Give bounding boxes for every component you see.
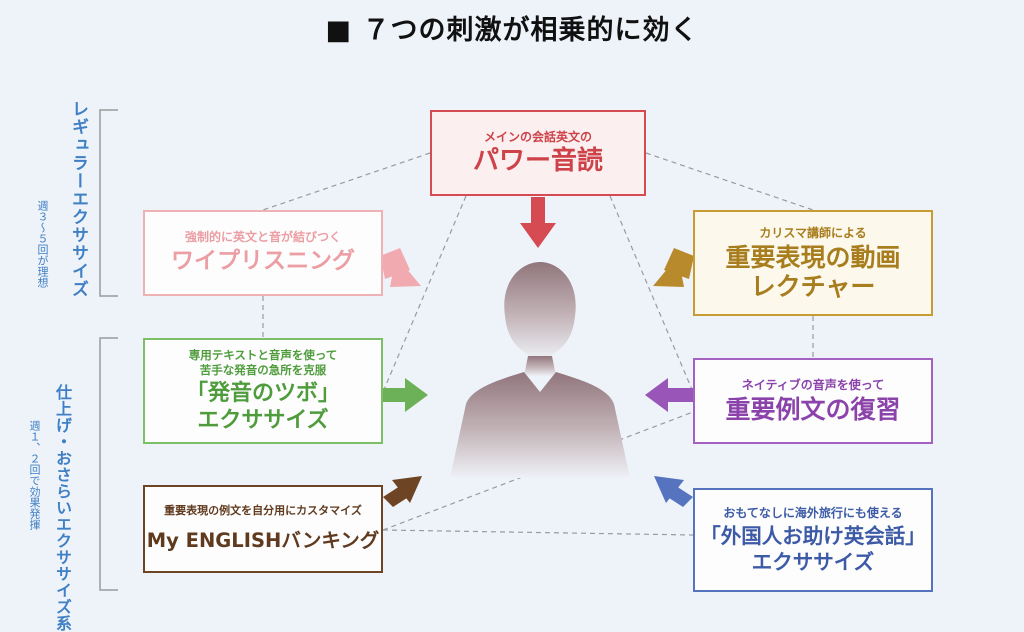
pronunciation-title-line1: 「発音のツボ」: [185, 381, 340, 406]
arrow-power-reading: [520, 197, 556, 248]
arrow-banking: [383, 476, 422, 507]
banking-subtitle: 重要表現の例文を自分用にカスタマイズ: [164, 504, 362, 517]
phrases-box: おもてなしに海外旅行にも使える 「外国人お助け英会話」 エクササイズ: [693, 488, 933, 592]
power-reading-title: パワー音読: [472, 146, 603, 176]
arrow-pronunciation: [383, 378, 428, 412]
finishing-frequency-note: 週１、２回で効果発揮: [28, 420, 41, 530]
video-lecture-box: カリスマ講師による 重要表現の動画 レクチャー: [693, 210, 933, 316]
regular-frequency-note: 週３〜５回が理想: [36, 200, 49, 288]
arrow-video-lecture: [653, 248, 694, 287]
whispering-title: ワイプリスニング: [171, 248, 355, 274]
review-box: ネイティブの音声を使って 重要例文の復習: [693, 358, 933, 444]
arrow-review: [645, 378, 693, 412]
regular-exercise-label: レギュラーエクササイズ: [68, 100, 88, 298]
review-subtitle: ネイティブの音声を使って: [741, 378, 885, 392]
phrases-title-line1: 「外国人お助け英会話」: [700, 523, 926, 548]
whispering-subtitle: 強制的に英文と音が結びつく: [184, 230, 341, 244]
person-silhouette-icon: [450, 262, 630, 478]
pronunciation-subtitle-line2: 苦手な発音の急所を克服: [199, 363, 327, 377]
power-reading-box: メインの会話英文の パワー音読: [430, 110, 646, 196]
video-lecture-subtitle: カリスマ講師による: [759, 225, 867, 240]
pronunciation-title-line2: エクササイズ: [197, 408, 329, 433]
finishing-group-bracket: [99, 337, 118, 591]
banking-box: 重要表現の例文を自分用にカスタマイズ My ENGLISHバンキング: [143, 485, 383, 573]
video-lecture-title-line1: 重要表現の動画: [725, 242, 901, 272]
arrow-whispering: [380, 248, 421, 287]
pronunciation-subtitle-line1: 専用テキストと音声を使って: [188, 348, 338, 362]
phrases-subtitle: おもてなしに海外旅行にも使える: [723, 505, 903, 520]
phrases-title-line2: エクササイズ: [751, 549, 875, 574]
whispering-box: 強制的に英文と音が結びつく ワイプリスニング: [143, 210, 383, 296]
regular-group-bracket: [99, 109, 118, 297]
video-lecture-title-line2: レクチャー: [750, 271, 876, 301]
review-title: 重要例文の復習: [725, 395, 901, 424]
banking-title: My ENGLISHバンキング: [146, 529, 380, 552]
arrow-phrases: [654, 476, 693, 507]
power-reading-subtitle: メインの会話英文の: [483, 130, 592, 144]
finishing-exercise-label: 仕上げ・おさらいエクササイズ系: [53, 384, 72, 632]
page-title: ■ ７つの刺激が相乗的に効く: [325, 15, 699, 46]
pronunciation-box: 専用テキストと音声を使って 苦手な発音の急所を克服 「発音のツボ」 エクササイズ: [143, 338, 383, 444]
